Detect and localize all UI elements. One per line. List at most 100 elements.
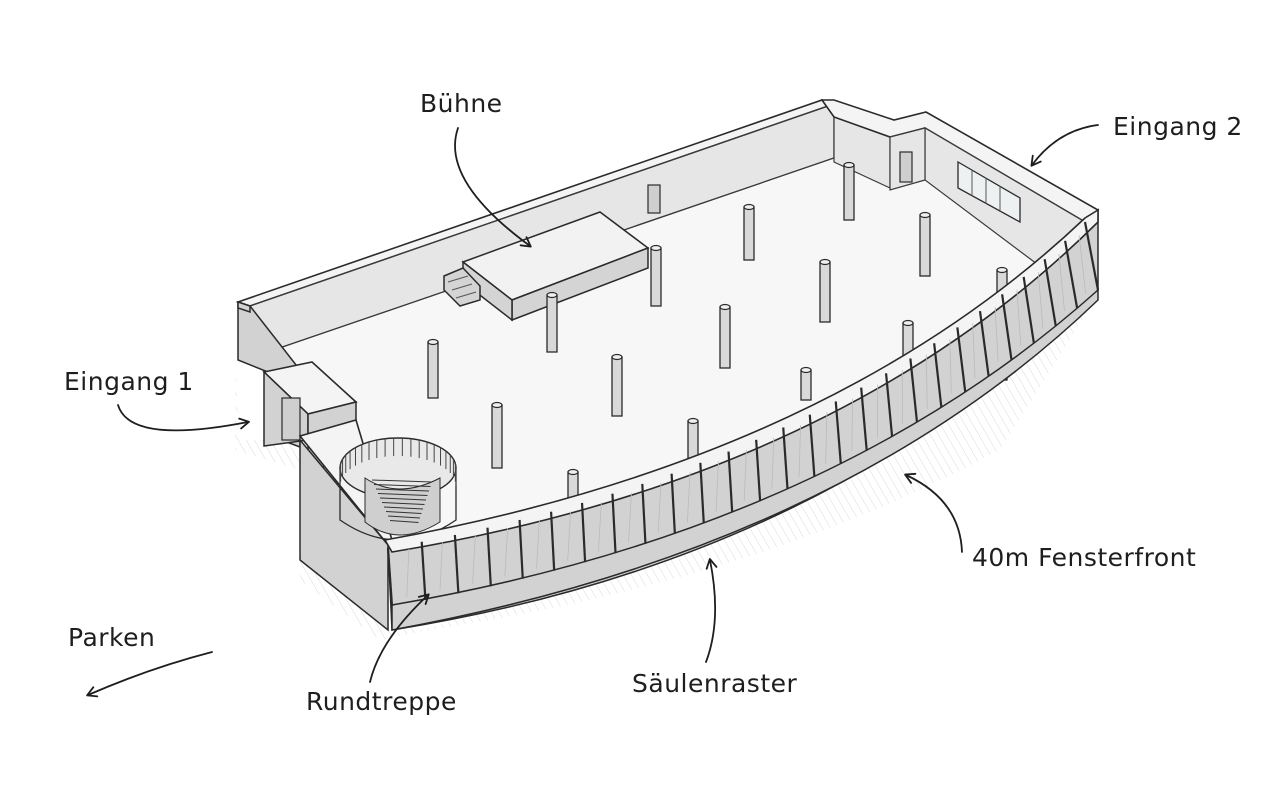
window-mullion (956, 327, 967, 393)
stair-step (381, 502, 425, 505)
entrance-2-doors (957, 160, 1021, 224)
label-entrance-1: Eingang 1 (64, 367, 194, 396)
window-mullion (641, 483, 647, 544)
window-mullion (611, 493, 617, 554)
glass-reflection (472, 535, 476, 584)
label-parking: Parken (68, 623, 155, 652)
column (491, 401, 503, 469)
window-mullion (909, 358, 919, 423)
annotation-parking: Parken (68, 623, 213, 698)
glass-reflection (715, 461, 719, 512)
window-mullion (782, 427, 789, 490)
stair-step (389, 520, 419, 523)
window-mullion (834, 401, 842, 464)
window-mullion (978, 310, 990, 377)
window-mullions (386, 221, 1100, 607)
window-mullion (1064, 240, 1079, 309)
window-mullion (933, 343, 943, 408)
window-front (383, 208, 1100, 631)
glass-reflection (567, 511, 572, 561)
label-spiral-stair: Rundtreppe (306, 687, 457, 716)
back-wall-door (647, 184, 661, 214)
glass-reflection (657, 482, 662, 533)
glass-reflection (628, 492, 632, 543)
window-mullion (808, 414, 816, 477)
annotation-window-front: 40m Fensterfront (904, 472, 1196, 572)
window-mullion (727, 451, 734, 513)
annotation-column-grid: Säulenraster (632, 558, 798, 698)
stair-step (383, 506, 424, 510)
window-mullion (453, 534, 460, 594)
spiral-stair-railing (339, 438, 457, 486)
glass-reflection (972, 323, 976, 379)
annotation-spiral-stair: Rundtreppe (306, 593, 457, 716)
glass-reflection (1037, 272, 1044, 329)
glass-reflection (1078, 235, 1087, 294)
annotation-stage: Bühne (420, 89, 532, 248)
glass-reflection (771, 437, 775, 490)
label-column-grid: Säulenraster (632, 669, 798, 698)
stair-step (387, 515, 421, 519)
window-mullion (699, 462, 705, 524)
glass-reflection (1016, 289, 1022, 346)
east-door (899, 151, 913, 183)
column (546, 291, 558, 353)
column (919, 211, 931, 277)
column (800, 366, 812, 401)
window-mullion (486, 527, 492, 587)
window-mullion (860, 387, 868, 451)
glass-reflection (798, 425, 801, 477)
annotation-entrance-2: Eingang 2 (1030, 112, 1243, 167)
stair-step (371, 479, 433, 483)
window-mullion (1083, 221, 1100, 291)
column (719, 303, 731, 369)
label-stage: Bühne (420, 89, 503, 118)
stair-step (373, 484, 431, 487)
column (843, 161, 855, 221)
label-entrance-2: Eingang 2 (1113, 112, 1243, 141)
glass-reflection (439, 542, 443, 591)
annotation-entrance-1: Eingang 1 (64, 367, 250, 432)
spiral-stair-steps (371, 479, 433, 523)
glass-reflection (949, 339, 952, 394)
window-mullion (1022, 276, 1035, 344)
window-mullion (518, 519, 524, 579)
glass-reflection (597, 502, 602, 552)
stair-step (375, 488, 430, 492)
window-mullion (549, 511, 556, 571)
window-mullion (420, 541, 427, 600)
entrance-1-door (281, 397, 301, 441)
glass-reflection (825, 412, 828, 465)
stair-step (385, 511, 422, 514)
column (687, 417, 699, 461)
glass-reflection (1058, 254, 1065, 312)
window-mullion (580, 502, 587, 563)
stage-stairs (443, 267, 481, 307)
ground-shadow (235, 280, 1100, 640)
glass-reflection (743, 449, 747, 501)
column (427, 338, 439, 399)
stair-step (379, 497, 427, 501)
window-mullion (670, 473, 676, 534)
stair-step (377, 493, 428, 496)
column (650, 244, 662, 307)
window-mullion (1043, 258, 1057, 327)
label-window-front: 40m Fensterfront (972, 543, 1196, 572)
spiral-stair (339, 437, 457, 541)
column (743, 203, 755, 261)
glass-reflection (406, 548, 410, 598)
glass-reflection (504, 527, 509, 577)
stage (443, 211, 650, 322)
glass-reflection (925, 354, 928, 409)
column (819, 258, 831, 323)
window-mullion (1001, 294, 1013, 361)
window-mullion (884, 373, 894, 437)
window-mullion (386, 547, 394, 607)
column (611, 353, 623, 417)
window-mullion (755, 439, 762, 501)
glass-reflection (686, 472, 691, 523)
glass-reflection (994, 306, 999, 363)
glass-reflection (851, 398, 853, 452)
glass-reflection (536, 519, 540, 569)
